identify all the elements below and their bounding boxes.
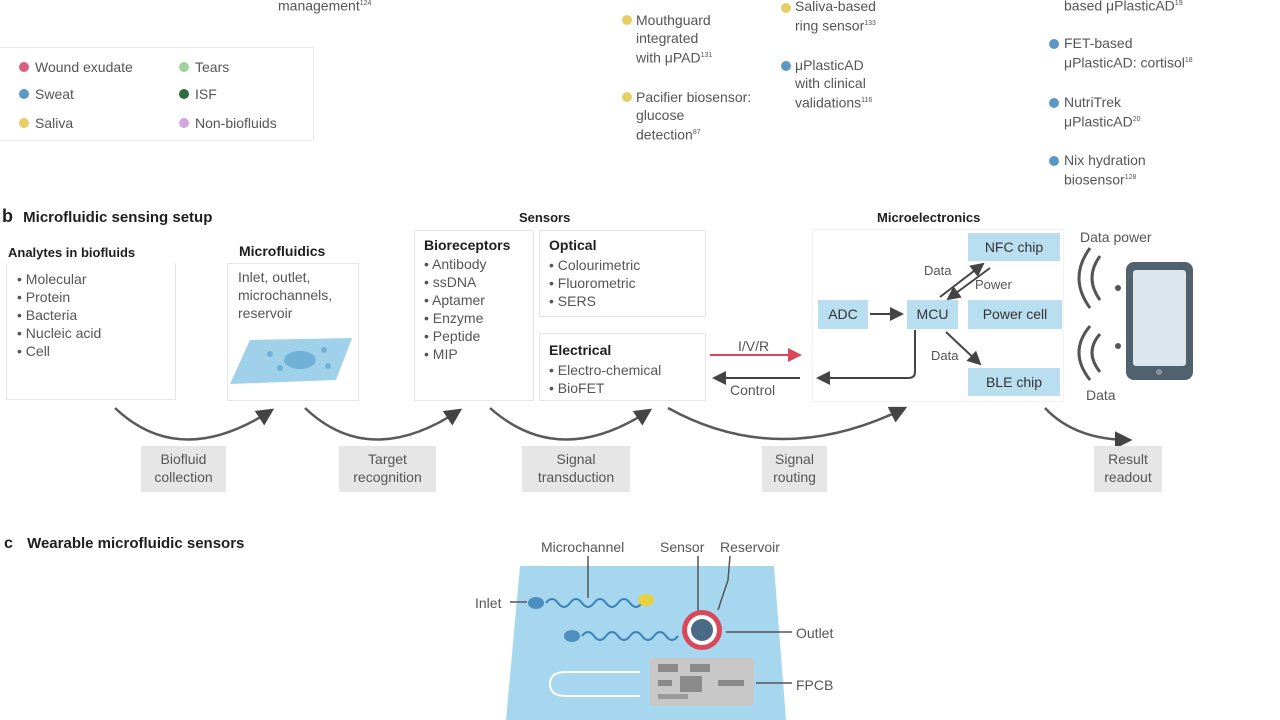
- mcu-chip: MCU: [907, 300, 958, 329]
- saliva-dot: [781, 3, 791, 13]
- wireless-icon: [1077, 247, 1102, 381]
- ivr-label: I/V/R: [738, 338, 770, 354]
- list-item: Nucleic acid: [17, 324, 101, 342]
- data-label: Data: [1086, 387, 1116, 403]
- sensor-label: Sensor: [660, 539, 705, 555]
- control-label: Control: [730, 382, 776, 398]
- legend-label: Wound exudate: [35, 59, 133, 75]
- list-item: Molecular: [17, 270, 101, 288]
- bioreceptors-title: Bioreceptors: [424, 237, 511, 253]
- list-item: BioFET: [549, 379, 661, 397]
- data-label: Data: [924, 263, 952, 278]
- microfluidics-box: Inlet, outlet, microchannels, reservoir: [227, 263, 359, 401]
- list-item: Aptamer: [424, 291, 487, 309]
- sweat-dot: [1049, 39, 1059, 49]
- analytes-box: Molecular Protein Bacteria Nucleic acid …: [6, 263, 176, 400]
- electrical-title: Electrical: [549, 342, 612, 358]
- optical-box: Optical Colourimetric Fluorometric SERS: [539, 230, 706, 317]
- list-item: Electro-chemical: [549, 361, 661, 379]
- electrical-box: Electrical Electro-chemical BioFET: [539, 333, 706, 401]
- list-item: ssDNA: [424, 273, 487, 291]
- list-item: Enzyme: [424, 309, 487, 327]
- inlet-label: Inlet: [475, 595, 502, 611]
- reservoir-label: Reservoir: [720, 539, 780, 555]
- list-item: Colourimetric: [549, 256, 640, 274]
- microfluidic-chip-illustration: [230, 338, 352, 384]
- list-item: Antibody: [424, 255, 486, 273]
- legend-label: ISF: [195, 86, 217, 102]
- sweat-dot: [781, 61, 791, 71]
- saliva-dot: [622, 15, 632, 25]
- list-item: Protein: [17, 288, 101, 306]
- microfluidics-desc: Inlet, outlet, microchannels, reservoir: [238, 269, 333, 321]
- list-item: SERS: [549, 292, 640, 310]
- list-item: Peptide: [424, 327, 487, 345]
- isf-dot: [179, 89, 189, 99]
- power-cell: Power cell: [968, 300, 1062, 329]
- non-biofluids-dot: [179, 118, 189, 128]
- power-label: Power: [975, 277, 1012, 292]
- microfluidics-title: Microfluidics: [239, 243, 326, 259]
- sweat-dot: [19, 89, 29, 99]
- saliva-dot: [19, 118, 29, 128]
- list-item: Fluorometric: [549, 274, 640, 292]
- microelectronics-header: Microelectronics: [877, 210, 981, 225]
- outlet-label: Outlet: [796, 625, 834, 641]
- fpcb-label: FPCB: [796, 677, 834, 693]
- based-uplastic-label: based μPlasticAD19: [1064, 0, 1183, 14]
- analytes-title: Analytes in biofluids: [8, 245, 136, 260]
- legend-label: Saliva: [35, 115, 74, 131]
- panel-b-heading: b Microfluidic sensing setup: [2, 206, 213, 226]
- wound-exudate-dot: [19, 62, 29, 72]
- data-power-label: Data power: [1080, 229, 1152, 245]
- smartphone-icon: [1126, 262, 1193, 380]
- saliva-dot: [622, 92, 632, 102]
- management-label: management124: [278, 0, 372, 14]
- bioreceptors-box: Bioreceptors Antibody ssDNA Aptamer Enzy…: [414, 230, 534, 401]
- microchannel-label: Microchannel: [541, 539, 625, 555]
- legend-label: Sweat: [35, 86, 74, 102]
- sweat-dot: [1049, 98, 1059, 108]
- data-label: Data: [931, 348, 959, 363]
- sweat-dot: [1049, 156, 1059, 166]
- adc-chip: ADC: [818, 300, 868, 329]
- optical-title: Optical: [549, 237, 597, 253]
- legend-label: Tears: [195, 59, 230, 75]
- nfc-chip: NFC chip: [968, 233, 1060, 261]
- list-item: Cell: [17, 342, 101, 360]
- tears-dot: [179, 62, 189, 72]
- panel-c-heading: c Wearable microfluidic sensors: [4, 535, 245, 552]
- legend-label: Non-biofluids: [195, 115, 277, 131]
- sensors-header: Sensors: [519, 210, 571, 225]
- biofluid-legend: Wound exudate Tears Sweat ISF Saliva Non…: [0, 47, 314, 141]
- ble-chip: BLE chip: [968, 368, 1060, 396]
- list-item: Bacteria: [17, 306, 101, 324]
- list-item: MIP: [424, 345, 487, 363]
